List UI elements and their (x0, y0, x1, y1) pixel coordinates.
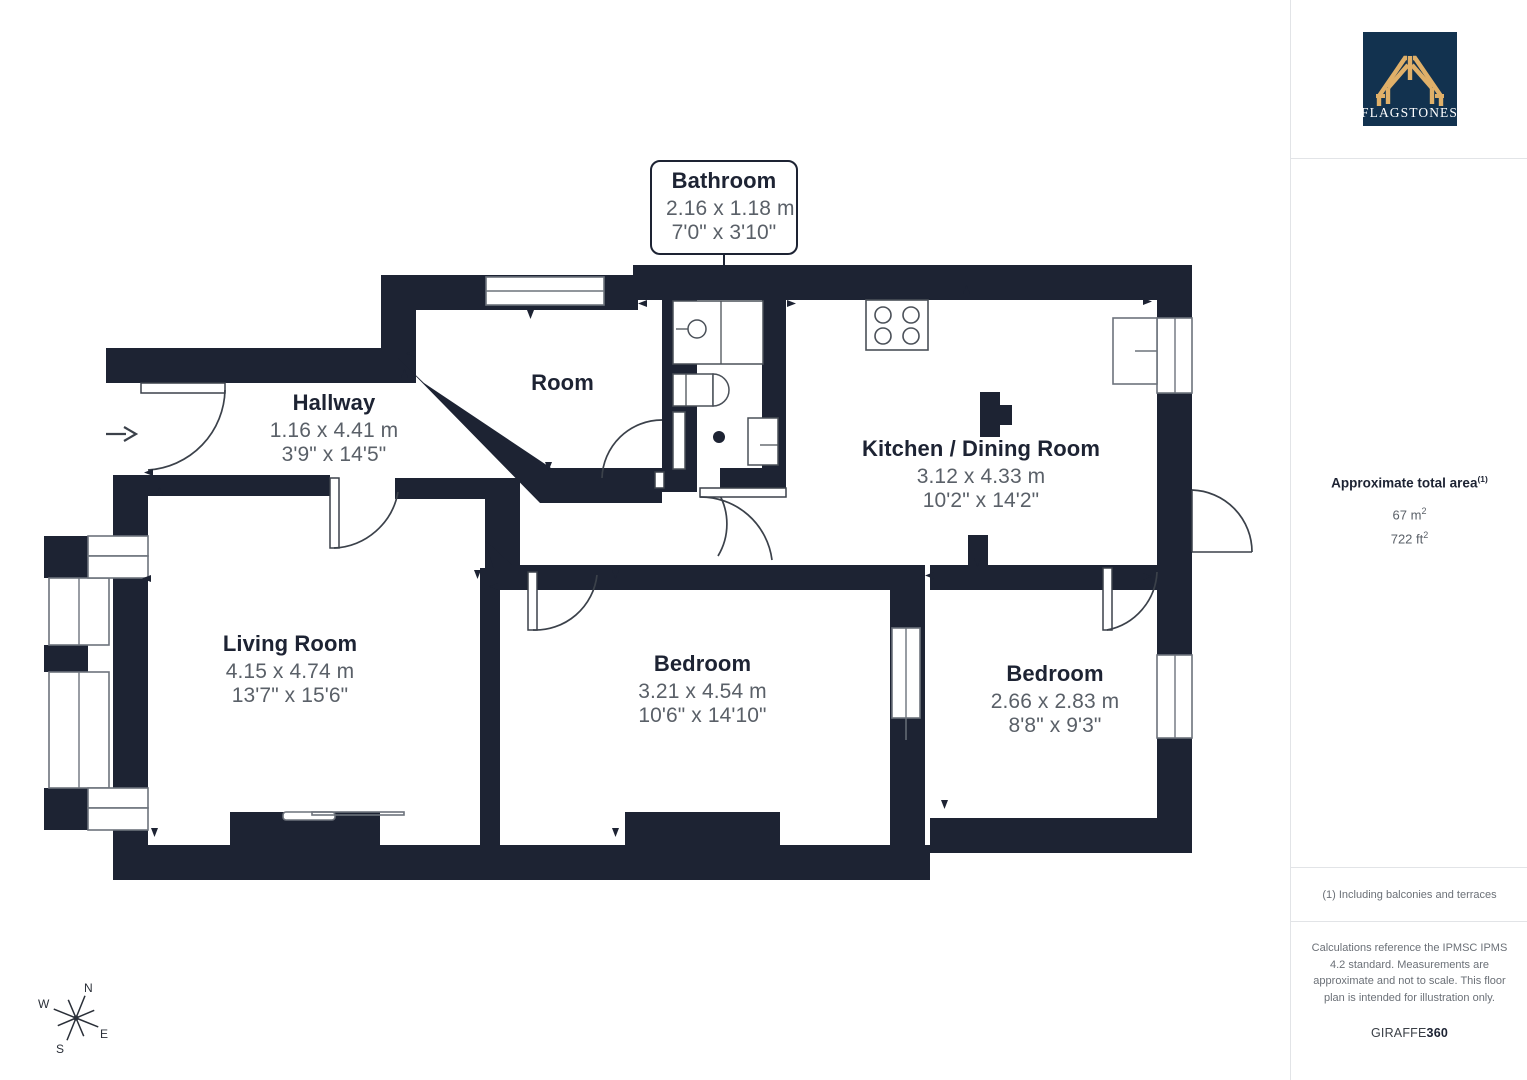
footnote-section: (1) Including balconies and terraces (1291, 868, 1527, 921)
room-label-bathroom: Bathroom 2.16 x 1.18 m 7'0" x 3'10" (650, 160, 798, 255)
area-metric: 67 m2 (1393, 503, 1427, 527)
room-imperial-kitchen-dining-room: 10'2" x 14'2" (922, 489, 1040, 512)
area-imperial-value: 722 ft (1390, 531, 1424, 547)
room-metric-bathroom: 2.16 x 1.18 m (666, 197, 795, 220)
area-metric-value: 67 m (1392, 507, 1422, 523)
disclaimer-section: Calculations reference the IPMSC IPMS 4.… (1291, 922, 1527, 1080)
disclaimer-text: Calculations reference the IPMSC IPMS 4.… (1311, 942, 1508, 1004)
window-group (48, 276, 1193, 831)
room-imperial-hallway: 3'9" x 14'5" (281, 443, 387, 466)
area-metric-unit: 2 (1421, 505, 1427, 516)
door-swing-group (140, 382, 1253, 631)
area-imperial-unit: 2 (1423, 530, 1429, 541)
info-sidebar: FLAGSTONES Approximate total area(1) 67 … (1290, 0, 1527, 1080)
area-imperial: 722 ft2 (1391, 527, 1429, 551)
giraffe360-brand: GIRAFFE360 (1371, 1026, 1448, 1040)
area-title: Approximate total area(1) (1331, 474, 1488, 491)
brand-prefix: GIRAFFE (1370, 1026, 1427, 1040)
sidebar-divider-3 (1291, 921, 1527, 922)
room-label-bedroom-2: Bedroom 2.66 x 2.83 m 8'8" x 9'3" (955, 661, 1155, 737)
room-metric-bedroom-1: 3.21 x 4.54 m (638, 680, 767, 703)
room-label-living-room: Living Room 4.15 x 4.74 m 13'7" x 15'6" (190, 631, 390, 707)
room-imperial-living-room: 13'7" x 15'6" (231, 684, 349, 707)
area-summary: Approximate total area(1) 67 m2 722 ft2 (1291, 159, 1527, 867)
room-label-room: Room (505, 372, 620, 400)
bathroom-fixtures (672, 300, 779, 470)
floor-plan-canvas: Bathroom 2.16 x 1.18 m 7'0" x 3'10" Room… (38, 160, 1253, 1056)
room-metric-bedroom-2: 2.66 x 2.83 m (990, 690, 1120, 713)
sidebar-divider-2 (1291, 867, 1527, 868)
room-label-hallway: Hallway 1.16 x 4.41 m 3'9" x 14'5" (255, 390, 413, 466)
room-name-bedroom-2: Bedroom (1006, 661, 1104, 686)
room-name-bedroom-1: Bedroom (653, 651, 752, 676)
room-name-bathroom: Bathroom (671, 168, 777, 193)
room-imperial-bedroom-1: 10'6" x 14'10" (638, 704, 767, 727)
room-label-kitchen-dining-room: Kitchen / Dining Room 3.12 x 4.33 m 10'2… (857, 436, 1105, 512)
room-metric-kitchen-dining-room: 3.12 x 4.33 m (916, 465, 1046, 488)
footnote-text: (1) Including balconies and terraces (1322, 888, 1497, 901)
room-imperial-bathroom: 7'0" x 3'10" (671, 221, 777, 244)
compass-label-east: E (100, 1027, 108, 1041)
compass-label-west: W (38, 997, 50, 1011)
entrance-arrow (106, 426, 139, 442)
brand-suffix: 360 (1426, 1026, 1449, 1040)
room-name-kitchen-dining-room: Kitchen / Dining Room (862, 436, 1100, 461)
wall-tick-markers (142, 285, 1152, 837)
room-name-hallway: Hallway (292, 390, 376, 415)
room-metric-living-room: 4.15 x 4.74 m (225, 660, 355, 683)
room-name-living-room: Living Room (222, 631, 358, 656)
compass-rose: N E S W (38, 981, 108, 1056)
room-label-bedroom-1: Bedroom 3.21 x 4.54 m 10'6" x 14'10" (605, 651, 800, 727)
area-title-text: Approximate total area (1331, 475, 1478, 491)
compass-label-north: N (84, 981, 93, 995)
flagstones-logo-box: FLAGSTONES (1360, 32, 1459, 126)
sidebar-divider-1 (1291, 158, 1527, 159)
roof-chevron-icon (1375, 55, 1444, 106)
compass-label-south: S (56, 1042, 64, 1056)
floor-plan-drawing (44, 265, 1253, 880)
kitchen-fixtures (865, 299, 929, 351)
bathroom-callout-line (723, 249, 725, 297)
room-name-room: Room (531, 370, 594, 395)
room-imperial-bedroom-2: 8'8" x 9'3" (1008, 714, 1102, 737)
brand-logo: FLAGSTONES (1291, 0, 1527, 158)
area-title-superscript: (1) (1477, 474, 1488, 485)
logo-wordmark: FLAGSTONES (1360, 105, 1459, 120)
room-metric-hallway: 1.16 x 4.41 m (269, 419, 399, 442)
